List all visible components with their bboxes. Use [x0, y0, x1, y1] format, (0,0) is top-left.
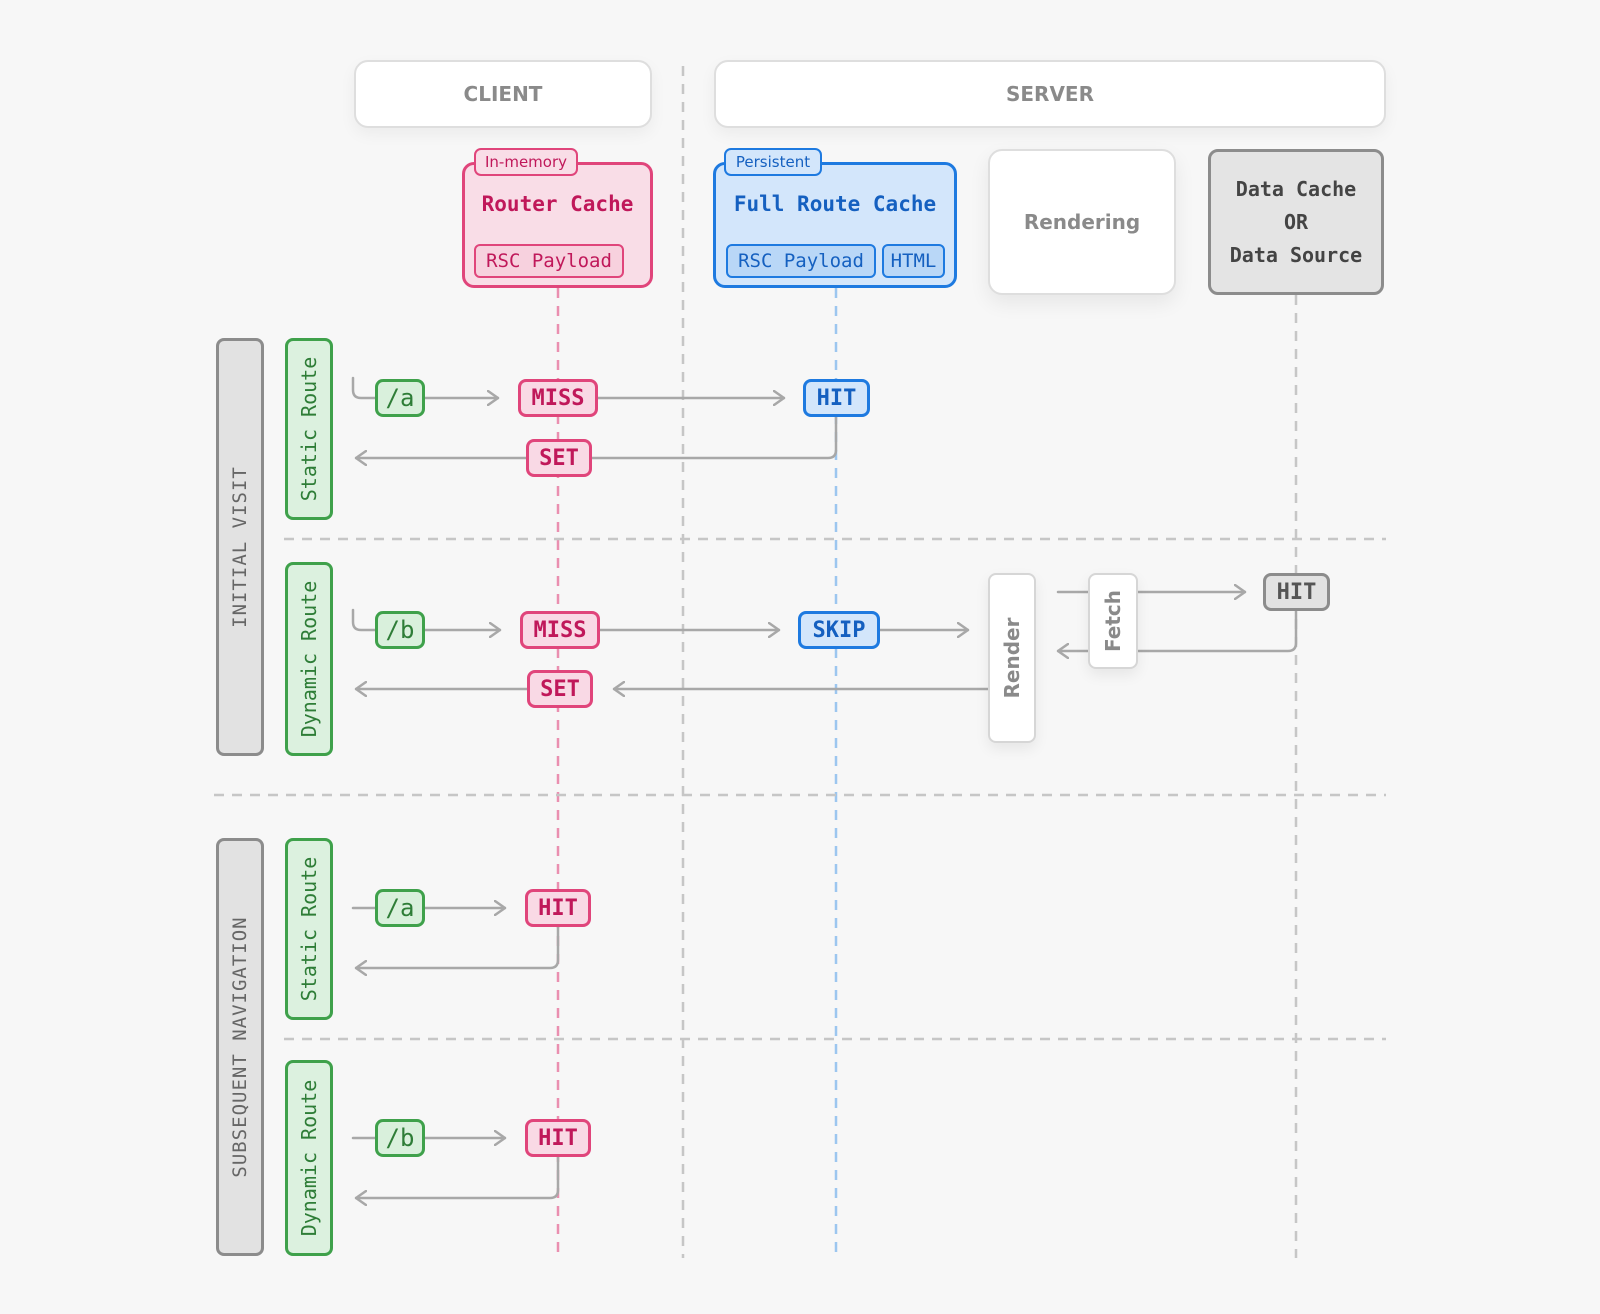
data-cache-line1: Data Cache: [1235, 176, 1357, 201]
path-chip-a: /a: [375, 379, 425, 417]
path-chip-a: /a: [375, 889, 425, 927]
fetch-box: Fetch: [1088, 573, 1138, 669]
full-route-cache-hit: HIT: [803, 379, 870, 417]
router-cache-card: Router Cache RSC Payload: [462, 162, 653, 288]
render-box: Render: [988, 573, 1036, 743]
initial-visit-section: INITIAL VISIT: [216, 338, 264, 756]
response-line: [1136, 608, 1298, 653]
full-route-cache-card: Full Route Cache RSC Payload HTML: [713, 162, 957, 288]
router-cache-set: SET: [526, 439, 592, 477]
router-cache-rsc-payload: RSC Payload: [474, 244, 624, 278]
static-route-label: Static Route: [297, 356, 321, 502]
data-cache-or: OR: [1283, 209, 1309, 234]
full-route-cache-rsc-payload: RSC Payload: [726, 244, 876, 278]
server-label: SERVER: [1005, 82, 1094, 106]
dynamic-route-label: Dynamic Route: [297, 1079, 321, 1237]
request-line: [351, 608, 377, 632]
path-chip-b: /b: [375, 611, 425, 649]
router-cache-title: Router Cache: [481, 192, 634, 216]
request-line: [351, 376, 377, 400]
row1-route-type: Static Route: [285, 338, 333, 520]
initial-visit-label: INITIAL VISIT: [229, 466, 251, 628]
response-line: [354, 924, 560, 968]
subsequent-navigation-label: SUBSEQUENT NAVIGATION: [229, 916, 251, 1178]
router-cache-hit: HIT: [525, 1119, 591, 1157]
router-cache-miss: MISS: [520, 611, 600, 649]
row3-route-type: Static Route: [285, 838, 333, 1020]
server-column-header: SERVER: [714, 60, 1386, 128]
data-source-line: Data Source: [1229, 242, 1363, 267]
persistent-tag: Persistent: [724, 148, 822, 176]
subsequent-navigation-section: SUBSEQUENT NAVIGATION: [216, 838, 264, 1256]
in-memory-tag: In-memory: [474, 148, 578, 176]
full-route-cache-html: HTML: [882, 244, 945, 278]
static-route-label: Static Route: [297, 856, 321, 1002]
row2-route-type: Dynamic Route: [285, 562, 333, 756]
rendering-label: Rendering: [1023, 210, 1141, 234]
fetch-label: Fetch: [1101, 589, 1125, 653]
response-line: [590, 414, 838, 460]
router-cache-miss: MISS: [518, 379, 598, 417]
dynamic-route-label: Dynamic Route: [297, 580, 321, 738]
router-cache-set: SET: [527, 670, 593, 708]
client-column-header: CLIENT: [354, 60, 652, 128]
client-label: CLIENT: [463, 82, 543, 106]
response-line: [354, 1154, 560, 1198]
row4-route-type: Dynamic Route: [285, 1060, 333, 1256]
data-cache-card: Data Cache OR Data Source: [1208, 149, 1384, 295]
full-route-cache-title: Full Route Cache: [733, 192, 937, 216]
router-cache-hit: HIT: [525, 889, 591, 927]
path-chip-b: /b: [375, 1119, 425, 1157]
render-label: Render: [1000, 617, 1024, 699]
rendering-card: Rendering: [988, 149, 1176, 295]
data-cache-hit: HIT: [1263, 573, 1330, 611]
full-route-cache-skip: SKIP: [798, 611, 880, 649]
